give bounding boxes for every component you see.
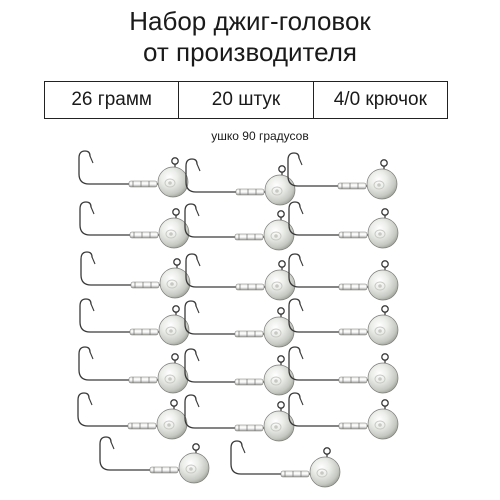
jig-head-icon [288, 392, 399, 440]
jig-head-icon [288, 346, 399, 394]
spec-weight: 26 грамм [71, 89, 152, 110]
title-line-2: от производителя [142, 37, 358, 67]
specs-table: 26 грамм 20 штук 4/0 крючок [44, 81, 448, 119]
jig-heads-image [77, 150, 399, 488]
jig-head-icon [184, 348, 295, 396]
jig-head-icon [184, 300, 295, 348]
title-line-1: Набор джиг-головок [129, 6, 371, 36]
eye-angle-note: ушко 90 градусов [211, 129, 309, 143]
jig-head-icon [184, 394, 295, 442]
jig-head-icon [78, 150, 189, 198]
spec-hook-size: 4/0 крючок [312, 82, 447, 118]
jig-head-icon [185, 253, 296, 301]
jig-head-icon [185, 158, 296, 206]
jig-head-icon [79, 201, 190, 249]
jig-head-icon [78, 346, 189, 394]
jig-head-icon [288, 253, 399, 301]
page-title: Набор джиг-головок от производителя [0, 6, 500, 68]
jig-head-icon [99, 436, 210, 484]
spec-quantity: 20 штук [178, 82, 312, 118]
jig-head-icon [287, 152, 398, 200]
jig-head-icon [80, 251, 191, 299]
jig-head-icon [79, 298, 190, 346]
jig-head-icon [77, 392, 188, 440]
jig-head-icon [288, 298, 399, 346]
jig-head-icon [184, 203, 295, 251]
jig-head-icon [230, 440, 341, 488]
jig-head-icon [288, 201, 399, 249]
